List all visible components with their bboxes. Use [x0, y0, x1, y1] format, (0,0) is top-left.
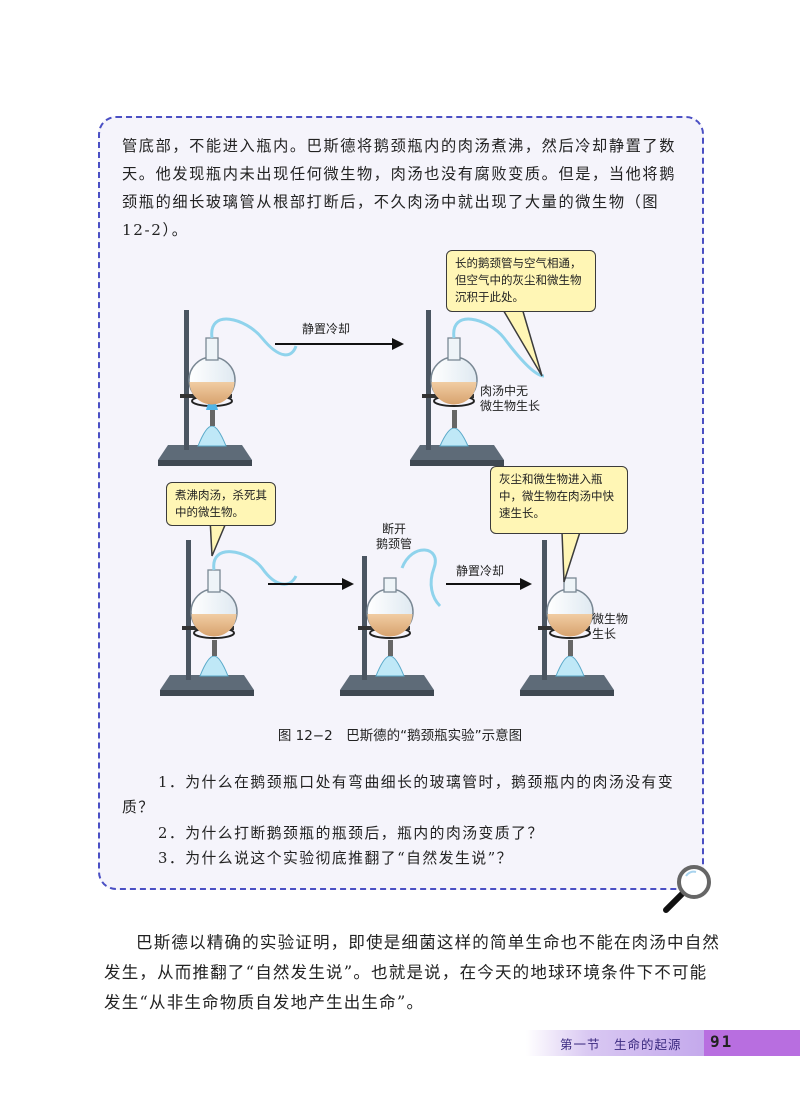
apparatus-broken-neck: [340, 548, 442, 696]
apparatus-cooled: [410, 310, 545, 466]
apparatus-before-break: [160, 540, 298, 696]
figure-caption: 图 12−2 巴斯德的“鹅颈瓶实验”示意图: [277, 728, 523, 744]
question-1: 1．为什么在鹅颈瓶口处有弯曲细长的玻璃管时，鹅颈瓶内的肉汤没有变质？: [122, 774, 675, 816]
apparatus-boiling: [158, 310, 298, 466]
arrow-right-icon: [268, 578, 354, 590]
apparatus-microbes-grow: [520, 540, 614, 696]
label-break-neck: 断开 鹅颈管: [376, 522, 413, 551]
callout-pointer: [561, 531, 582, 583]
footer-section-title: 第一节 生命的起源: [560, 1037, 682, 1052]
magnifier-icon: [663, 865, 711, 913]
label-no-microbes: 肉汤中无 微生物生长: [480, 384, 541, 413]
arrow-right-icon: [446, 578, 532, 590]
arrow-right-icon: [275, 338, 404, 350]
arrow-label-cool-top: 静置冷却: [302, 322, 351, 336]
callout-dust-microbes-enter: 灰尘和微生物进入瓶中，微生物在肉汤中快速生长。: [490, 466, 628, 534]
question-2: 2．为什么打断鹅颈瓶的瓶颈后，瓶内的肉汤变质了？: [158, 825, 544, 842]
figure-illustration: [158, 307, 614, 696]
label-microbes-grow: 微生物 生长: [592, 612, 629, 641]
arrow-label-cool-bottom: 静置冷却: [456, 564, 505, 578]
callout-boil-broth: 煮沸肉汤，杀死其中的微生物。: [166, 482, 276, 526]
footer-band: [526, 1030, 704, 1056]
intro-paragraph: 管底部，不能进入瓶内。巴斯德将鹅颈瓶内的肉汤煮沸，然后冷却静置了数天。他发现瓶内…: [122, 137, 676, 239]
question-3: 3．为什么说这个实验彻底推翻了“自然发生说”？: [158, 850, 513, 867]
page-number-box: 91: [704, 1030, 800, 1056]
goose-neck-flask-figure: 静置冷却 长的鹅颈管与空气相通，但空气中的灰尘和微生物沉积于此处。 肉汤中无 微…: [150, 238, 660, 708]
callout-goose-neck-dust: 长的鹅颈管与空气相通，但空气中的灰尘和微生物沉积于此处。: [446, 250, 596, 312]
page-number: 91: [710, 1032, 734, 1051]
main-paragraph: 巴斯德以精确的实验证明，即使是细菌这样的简单生命也不能在肉汤中自然发生，从而推翻…: [104, 933, 721, 1012]
